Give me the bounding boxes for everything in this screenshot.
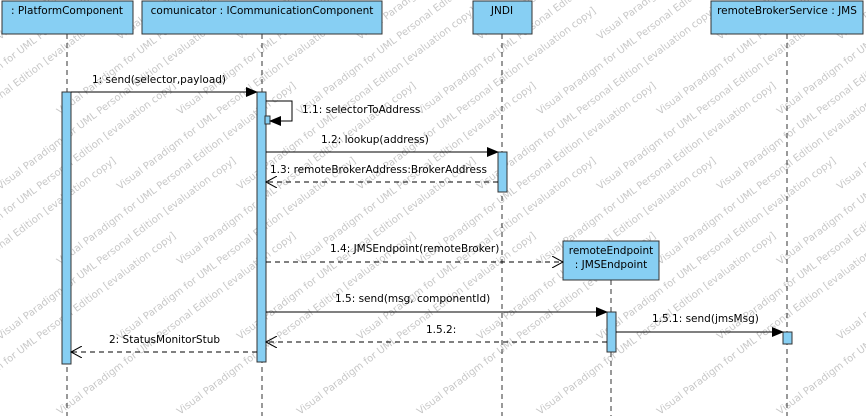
activations (61, 91, 793, 365)
message-1-2-label: 1.2: lookup(address) (321, 134, 429, 146)
message-1-1-label: 1.1: selectorToAddress (302, 104, 420, 116)
activation-jndi (497, 151, 508, 193)
lifeline-remote-endpoint-box[interactable] (562, 240, 660, 281)
lifeline-remote-endpoint-label-1: remoteEndpoint (569, 245, 654, 257)
messages: 1: send(selector,payload) 1.1: selectorT… (71, 74, 784, 352)
lifeline-comm[interactable]: comunicator : ICommunicationComponent (141, 0, 383, 35)
lifeline-jndi-box[interactable] (472, 0, 533, 35)
message-1-1-arrow[interactable] (266, 100, 293, 126)
lifeline-platform-label: : PlatformComponent (11, 5, 123, 17)
activation-comm-self (264, 115, 271, 125)
lifeline-jndi-label: JNDI (490, 5, 513, 17)
lifeline-comm-label: comunicator : ICommunicationComponent (151, 5, 374, 17)
message-1-5-label: 1.5: send(msg, componentId) (335, 293, 490, 305)
activation-remote-endpoint (606, 311, 617, 353)
message-1-4-label: 1.4: JMSEndpoint(remoteBroker) (330, 243, 499, 255)
activation-comm (256, 91, 267, 363)
message-2-label: 2: StatusMonitorStub (109, 334, 220, 346)
lifeline-broker-label: remoteBrokerService : JMS (717, 5, 857, 17)
lifeline-broker[interactable]: remoteBrokerService : JMS (710, 0, 864, 35)
lifeline-platform-box[interactable] (1, 0, 134, 35)
lifeline-jndi[interactable]: JNDI (472, 0, 533, 35)
message-1-3-label: 1.3: remoteBrokerAddress:BrokerAddress (270, 164, 487, 176)
message-1-5-1-label: 1.5.1: send(jmsMsg) (652, 313, 759, 325)
message-1-5-2-label: 1.5.2: (426, 324, 456, 336)
lifeline-comm-box[interactable] (141, 0, 383, 35)
lifeline-remote-endpoint-label-2: : JMSEndpoint (575, 259, 647, 271)
message-1-label: 1: send(selector,payload) (92, 74, 226, 86)
lifeline-platform[interactable]: : PlatformComponent (1, 0, 134, 35)
activation-broker (782, 331, 793, 345)
lifeline-remote-endpoint[interactable]: remoteEndpoint : JMSEndpoint (562, 240, 660, 281)
activation-platform (61, 91, 72, 365)
lifeline-broker-box[interactable] (710, 0, 864, 35)
